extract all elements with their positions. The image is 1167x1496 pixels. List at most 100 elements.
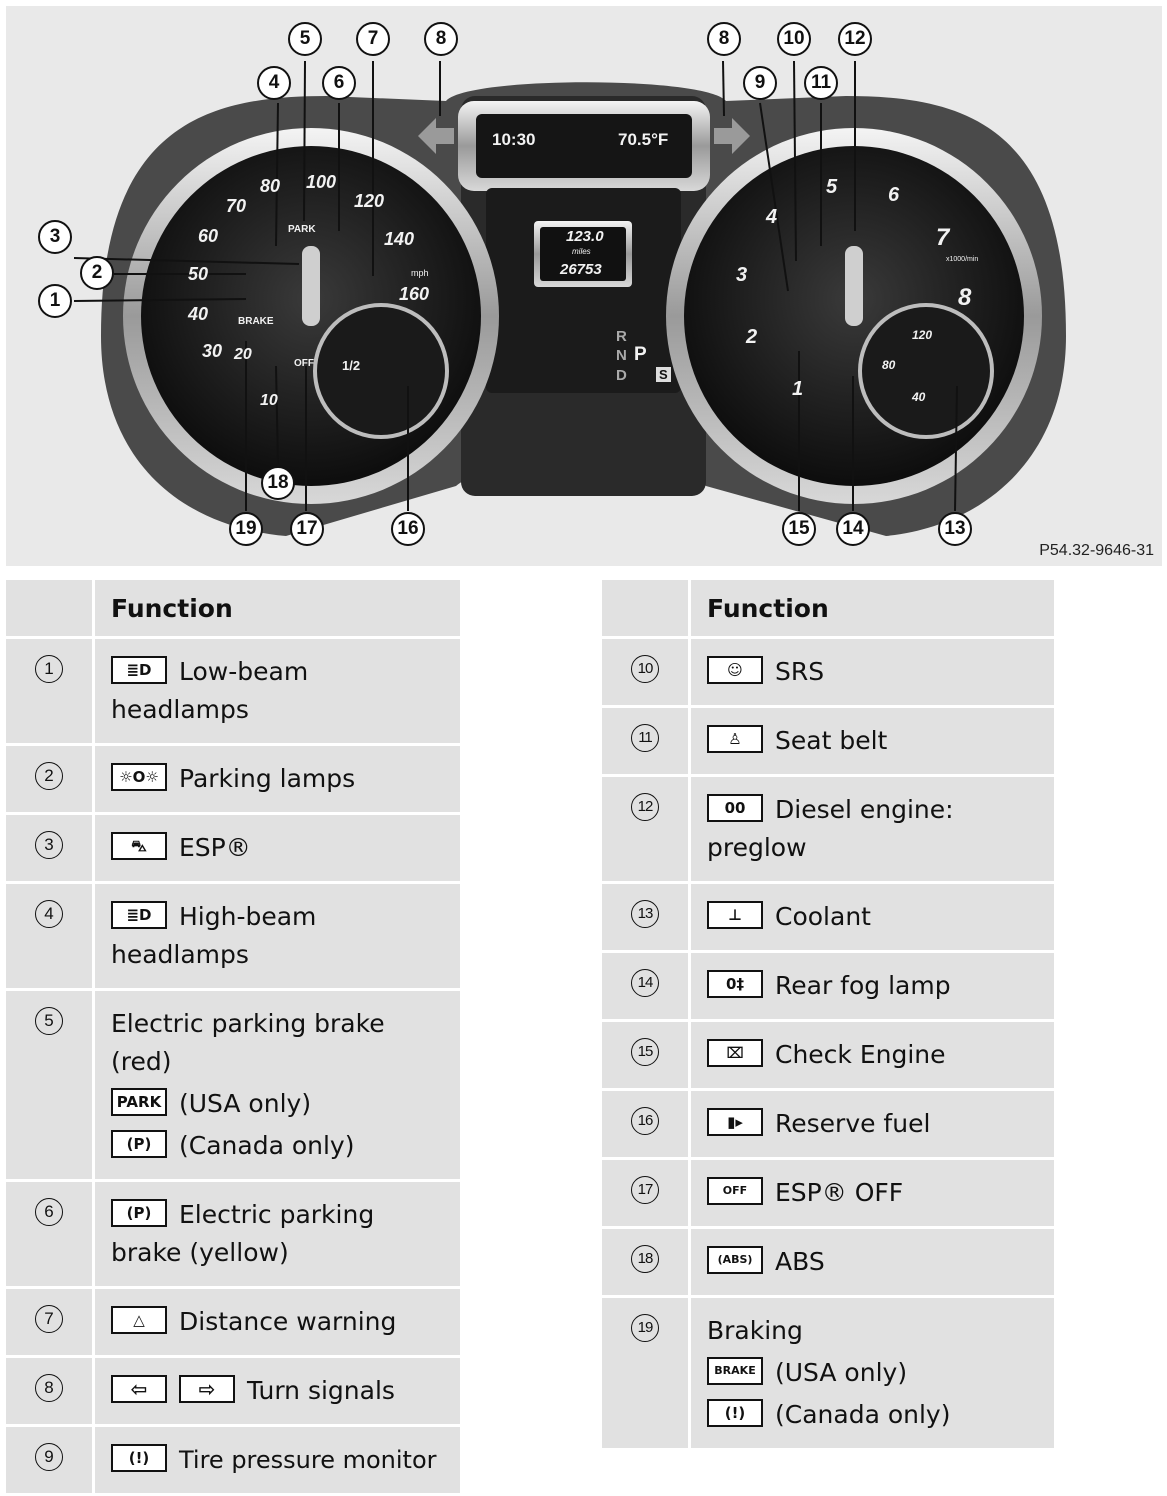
tacho-tick: 4 (766, 206, 778, 228)
preglow-icon: 00 (707, 794, 763, 822)
callout-1: 1 (38, 284, 72, 318)
row-number: 9 (35, 1443, 63, 1471)
reserve-fuel-icon: ▮▸ (707, 1108, 763, 1136)
tacho-tick: 2 (746, 326, 758, 348)
callout-15: 15 (782, 512, 816, 546)
tacho-tick: 1 (792, 378, 804, 400)
table-row: 18 (ABS) ABS (602, 1229, 1054, 1295)
table-row: 13 ⊥ Coolant (602, 884, 1054, 950)
row-subtext: (Canada only) (775, 1400, 951, 1429)
row-text: ESP® (179, 833, 251, 862)
row-number: 3 (35, 831, 63, 859)
rear-fog-lamp-icon: 0‡ (707, 970, 763, 998)
table-row: 2 ☼O☼ Parking lamps (6, 746, 460, 812)
row-text: Electric parking brake (red) (111, 1009, 385, 1076)
speedo-tick: 70 (226, 196, 247, 216)
gear-d: D (616, 367, 627, 384)
callout-5: 5 (288, 22, 322, 56)
callout-12: 12 (838, 22, 872, 56)
speedo-tick: 30 (202, 341, 223, 361)
table-row: 14 0‡Rear fog lamp (602, 953, 1054, 1019)
tacho-tick: 8 (958, 284, 972, 311)
callout-11: 11 (804, 66, 838, 100)
row-text: Tire pressure monitor (179, 1446, 437, 1474)
function-table-left: Function 1 ≣D Low-beam headlamps 2 ☼O☼ Par… (6, 577, 460, 1496)
callout-4: 4 (257, 66, 291, 100)
row-number: 2 (35, 762, 63, 790)
leader-lines (73, 60, 958, 512)
callout-7: 7 (356, 22, 390, 56)
table-row: 8 ⇦⇨Turn signals (6, 1358, 460, 1424)
number-column-header (6, 580, 95, 636)
coolant-icon: ⊥ (707, 901, 763, 929)
gear-r: R (616, 328, 627, 345)
row-number: 13 (631, 900, 659, 928)
row-text: Distance warning (179, 1307, 397, 1336)
parking-brake-icon: (P) (111, 1130, 167, 1158)
turn-right-icon: ⇨ (179, 1375, 235, 1403)
row-text: Reserve fuel (775, 1109, 931, 1138)
row-number: 15 (631, 1038, 659, 1066)
brake-indicator: BRAKE (238, 316, 274, 327)
parking-lamps-icon: ☼O☼ (111, 763, 167, 791)
table-row: 11 ♙Seat belt (602, 708, 1054, 774)
esp-icon: ⛍ (111, 832, 167, 860)
row-number: 12 (631, 793, 659, 821)
callout-6: 6 (322, 66, 356, 100)
display-temperature: 70.5°F (618, 130, 669, 149)
row-number: 19 (631, 1314, 659, 1342)
speedo-tick: 60 (198, 226, 219, 246)
table-row: 9 (!) Tire pressure monitor (6, 1427, 460, 1493)
tacho-unit: x1000/min (946, 256, 979, 263)
gear-n: N (616, 347, 627, 364)
callout-16: 16 (391, 512, 425, 546)
turn-left-icon: ⇦ (111, 1375, 167, 1403)
table-row: 10 ☺SRS (602, 639, 1054, 705)
function-column-header: Function (95, 580, 460, 636)
tire-pressure-icon: (!) (111, 1444, 167, 1472)
row-text: ABS (775, 1247, 825, 1276)
check-engine-icon: ⌧ (707, 1039, 763, 1067)
callout-8-left: 8 (424, 22, 458, 56)
row-number: 1 (35, 655, 63, 683)
row-text: Parking lamps (179, 764, 356, 793)
speedo-tick: 40 (188, 304, 209, 324)
esp-off-indicator: OFF (294, 358, 314, 369)
table-row: 7 △Distance warning (6, 1289, 460, 1355)
callout-10: 10 (777, 22, 811, 56)
trip-value: 123.0 (566, 228, 604, 245)
callout-8-right: 8 (707, 22, 741, 56)
row-text: ESP® OFF (775, 1178, 904, 1207)
callout-3: 3 (38, 220, 72, 254)
callout-19: 19 (229, 512, 263, 546)
trip-unit: miles (572, 247, 591, 256)
row-number: 5 (35, 1007, 63, 1035)
gear-s: S (656, 367, 671, 382)
row-text: Low-beam headlamps (111, 657, 309, 724)
callout-9: 9 (743, 66, 777, 100)
speedo-tick: 160 (399, 284, 430, 304)
brake-icon: BRAKE (707, 1357, 763, 1385)
row-text: Coolant (775, 902, 871, 931)
row-number: 18 (631, 1245, 659, 1273)
tacho-tick: 5 (826, 176, 838, 198)
row-subtext: (USA only) (775, 1358, 908, 1387)
row-text: Electric parking brake (yellow) (111, 1200, 375, 1267)
esp-off-icon: OFF (707, 1177, 763, 1205)
callout-17: 17 (290, 512, 324, 546)
row-text: Diesel engine: preglow (707, 795, 954, 862)
row-text: Braking (707, 1316, 803, 1345)
row-subtext: (USA only) (179, 1089, 312, 1118)
cluster-drawing (73, 60, 1066, 536)
row-number: 8 (35, 1374, 63, 1402)
speedo-tick: 10 (260, 392, 278, 409)
speedo-tick: 100 (306, 172, 337, 192)
callout-14: 14 (836, 512, 870, 546)
abs-icon: (ABS) (707, 1246, 763, 1274)
row-number: 6 (35, 1198, 63, 1226)
row-text: High-beam headlamps (111, 902, 317, 969)
high-beam-icon: ≣D (111, 901, 167, 929)
